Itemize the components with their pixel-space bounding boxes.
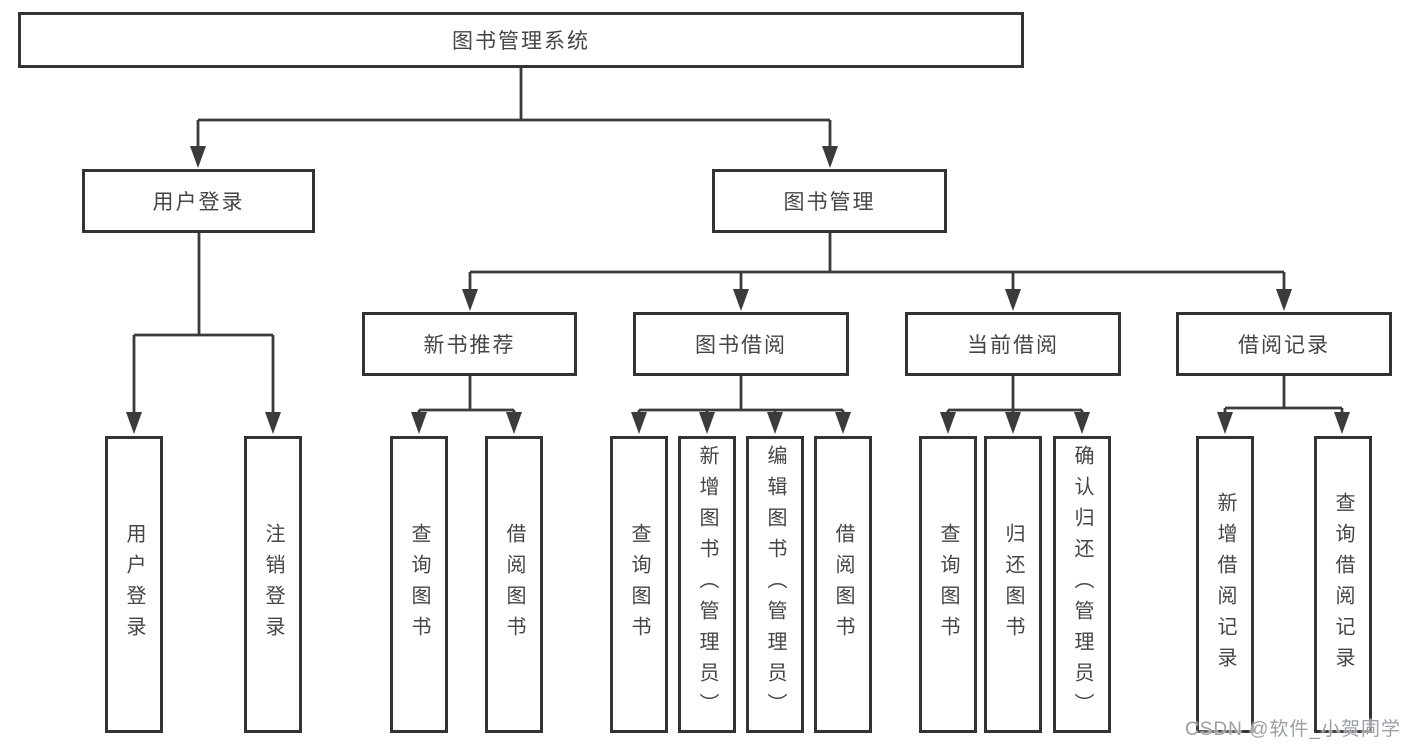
node-book-borrowing: 图书借阅 xyxy=(633,312,849,376)
node-book-borrowing-label: 图书借阅 xyxy=(695,334,787,357)
leaf-user-login: 用户登录 xyxy=(105,436,163,733)
arrowhead-icon xyxy=(733,289,749,311)
arrowhead-icon xyxy=(1074,412,1090,434)
arrowhead-icon xyxy=(462,289,478,311)
arrowhead-icon xyxy=(1276,289,1292,311)
leaf-add-borrow-record: 新增借阅记录 xyxy=(1196,436,1254,733)
arrowhead-icon xyxy=(940,412,956,434)
leaf-edit-books-admin: 编辑图书（管理员） xyxy=(746,436,804,733)
leaf-query-books-current: 查询图书 xyxy=(919,436,977,733)
leaf-user-login-label: 用户登录 xyxy=(123,522,145,647)
arrowhead-icon xyxy=(126,412,142,434)
leaf-borrow-books-label: 借阅图书 xyxy=(832,522,854,647)
arrowhead-icon xyxy=(1334,412,1350,434)
arrowhead-icon xyxy=(699,412,715,434)
leaf-logout-label: 注销登录 xyxy=(262,522,284,647)
node-book-management-label: 图书管理 xyxy=(783,191,876,214)
leaf-add-books-admin-label: 新增图书（管理员） xyxy=(696,445,718,724)
connector-book-mgmt-to-level3 xyxy=(462,233,1292,311)
node-book-management: 图书管理 xyxy=(712,169,947,233)
arrowhead-icon xyxy=(1005,412,1021,434)
leaf-borrow-books: 借阅图书 xyxy=(814,436,872,733)
node-user-login: 用户登录 xyxy=(82,169,315,233)
node-user-login-label: 用户登录 xyxy=(152,191,245,214)
leaf-borrow-books-recommend: 借阅图书 xyxy=(485,436,543,733)
leaf-borrow-books-recommend-label: 借阅图书 xyxy=(503,522,525,647)
leaf-query-borrow-record: 查询借阅记录 xyxy=(1314,436,1372,733)
leaf-query-borrow-record-label: 查询借阅记录 xyxy=(1332,491,1354,678)
arrowhead-icon xyxy=(631,412,647,434)
connector-borrow-record-to-leaves xyxy=(1217,376,1350,434)
leaf-edit-books-admin-label: 编辑图书（管理员） xyxy=(764,445,786,724)
connector-current-borrow-to-leaves xyxy=(940,376,1090,434)
leaf-confirm-return-admin-label: 确认归还（管理员） xyxy=(1071,445,1093,724)
leaf-query-books-borrowing: 查询图书 xyxy=(610,436,668,733)
leaf-return-books-label: 归还图书 xyxy=(1002,522,1024,647)
arrowhead-icon xyxy=(506,412,522,434)
node-borrowing-records: 借阅记录 xyxy=(1176,312,1392,376)
leaf-query-books-recommend: 查询图书 xyxy=(390,436,448,733)
arrowhead-icon xyxy=(411,412,427,434)
node-root-label: 图书管理系统 xyxy=(452,30,590,53)
arrowhead-icon xyxy=(767,412,783,434)
node-new-book-recommend: 新书推荐 xyxy=(362,312,577,376)
connector-root-to-level2 xyxy=(190,68,838,168)
leaf-query-books-current-label: 查询图书 xyxy=(937,522,959,647)
node-current-borrowing-label: 当前借阅 xyxy=(967,334,1059,357)
leaf-add-books-admin: 新增图书（管理员） xyxy=(678,436,736,733)
csdn-watermark: CSDN @软件_小贺同学 xyxy=(1185,719,1401,740)
node-new-book-recommend-label: 新书推荐 xyxy=(423,334,516,357)
connector-new-book-to-leaves xyxy=(411,376,522,434)
node-current-borrowing: 当前借阅 xyxy=(905,312,1121,376)
leaf-add-borrow-record-label: 新增借阅记录 xyxy=(1214,491,1236,678)
leaf-logout: 注销登录 xyxy=(244,436,302,733)
arrowhead-icon xyxy=(835,412,851,434)
connector-user-login-to-leaves xyxy=(126,233,281,434)
node-borrowing-records-label: 借阅记录 xyxy=(1238,334,1330,357)
leaf-return-books: 归还图书 xyxy=(984,436,1042,733)
leaf-query-books-recommend-label: 查询图书 xyxy=(408,522,430,647)
node-root: 图书管理系统 xyxy=(18,12,1024,68)
arrowhead-icon xyxy=(1005,289,1021,311)
arrowhead-icon xyxy=(1217,412,1233,434)
arrowhead-icon xyxy=(265,412,281,434)
leaf-query-books-borrowing-label: 查询图书 xyxy=(628,522,650,647)
connector-book-borrow-to-leaves xyxy=(631,376,851,434)
leaf-confirm-return-admin: 确认归还（管理员） xyxy=(1053,436,1111,733)
arrowhead-icon xyxy=(822,146,838,168)
arrowhead-icon xyxy=(190,146,206,168)
